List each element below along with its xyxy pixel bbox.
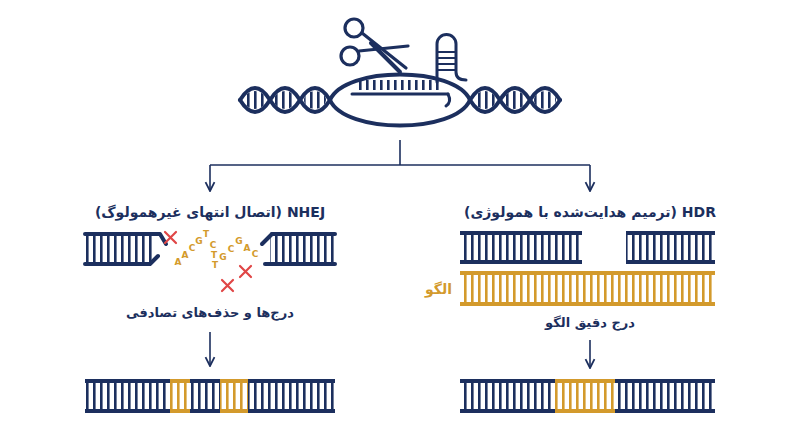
result-dna-part	[555, 379, 615, 413]
scissors-icon-part	[345, 19, 363, 37]
result-dna	[85, 379, 335, 413]
nucleotide-letter: T	[203, 230, 209, 239]
guide-rna	[437, 35, 466, 83]
nucleotide-letter: G	[219, 253, 226, 262]
nucleotide-letter: G	[235, 237, 242, 246]
template-label: الگو	[425, 281, 452, 298]
branch-arrows-part	[209, 332, 211, 366]
dna-rungs	[85, 236, 155, 262]
result-dna-part	[85, 381, 335, 411]
error-marks-part	[240, 266, 251, 277]
scissors-icon	[341, 19, 408, 72]
dna-rungs	[270, 236, 335, 262]
branch-caption: درج‌ها و حذف‌های تصادفی	[126, 305, 294, 321]
result-dna-part	[555, 381, 615, 411]
hdr-dna	[460, 233, 715, 304]
nucleotide-letter: C	[210, 241, 217, 250]
branch-arrows	[210, 140, 590, 368]
branch-arrows-part	[589, 165, 591, 191]
nucleotide-letter: G	[195, 237, 202, 246]
nucleotide-letter: C	[228, 245, 235, 254]
hdr-dna-part	[460, 233, 582, 262]
branch-heading: HDR (ترمیم هدایت‌شده با همولوژی)	[464, 204, 716, 221]
result-dna-part	[170, 381, 248, 411]
scissors-icon-part	[359, 46, 408, 51]
error-marks	[165, 232, 251, 291]
hdr-dna-part	[460, 235, 582, 260]
guide-rna-part	[437, 52, 456, 70]
hdr-dna-part	[626, 235, 715, 260]
nucleotide-letter: A	[182, 251, 189, 260]
nucleotide-letter: A	[244, 244, 251, 253]
result-dna-part	[220, 383, 248, 409]
branch-arrows-part	[209, 165, 211, 191]
helix-rungs	[240, 70, 560, 130]
nucleotide-letter: C	[252, 250, 259, 259]
broken-dna	[85, 234, 335, 264]
nucleotide-letter: T	[211, 251, 217, 260]
broken-dna-part	[272, 232, 335, 236]
dna-helix-part	[352, 93, 448, 96]
dna-helix-part	[446, 94, 450, 106]
branch-arrows-part	[399, 140, 401, 165]
branch-arrows-part	[589, 340, 591, 368]
scissors-icon-part	[341, 47, 359, 65]
result-dna	[460, 379, 715, 413]
branch-arrows-part	[210, 164, 590, 166]
guide-rna-part	[437, 35, 466, 83]
nucleotide-letter: T	[212, 261, 218, 270]
hdr-dna-part	[460, 275, 715, 302]
result-dna-part	[555, 383, 615, 409]
result-dna-part	[460, 383, 715, 409]
nucleotide-letter: A	[175, 258, 182, 267]
hdr-dna-part	[460, 273, 715, 304]
result-dna-part	[85, 383, 335, 409]
error-marks-part	[222, 280, 233, 291]
result-dna-part	[170, 383, 190, 409]
result-dna-part	[460, 381, 715, 411]
broken-dna-part	[265, 262, 335, 266]
result-dna-part	[170, 379, 190, 413]
hdr-dna-part	[626, 233, 715, 262]
nucleotide-letter: C	[189, 244, 196, 253]
scissors-icon-part	[371, 43, 400, 72]
branch-heading: NHEJ (اتصال انتهای غیرهمولوگ)	[95, 204, 325, 221]
branch-caption: درج دقیق الگو	[545, 315, 635, 331]
result-dna-part	[220, 379, 248, 413]
error-marks-part	[165, 232, 176, 243]
